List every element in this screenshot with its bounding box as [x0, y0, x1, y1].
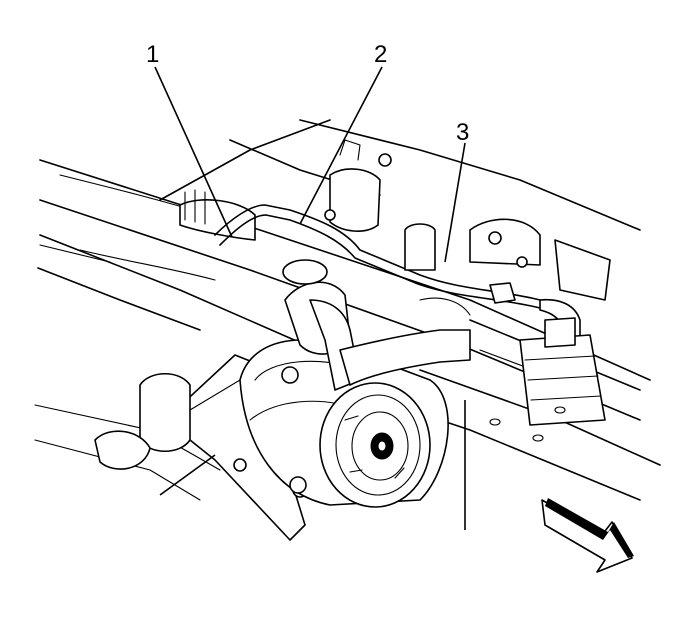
front-of-vehicle-arrow-icon	[541, 498, 634, 573]
callout-1: 1	[146, 41, 159, 68]
compressor-clutch-pulley	[319, 382, 431, 508]
accumulator	[519, 239, 611, 426]
callout-leaders	[154, 66, 466, 530]
upper-engine-components	[324, 139, 541, 316]
frame-holes	[489, 406, 566, 442]
callout-3: 3	[456, 119, 469, 146]
callout-2: 2	[374, 41, 387, 68]
